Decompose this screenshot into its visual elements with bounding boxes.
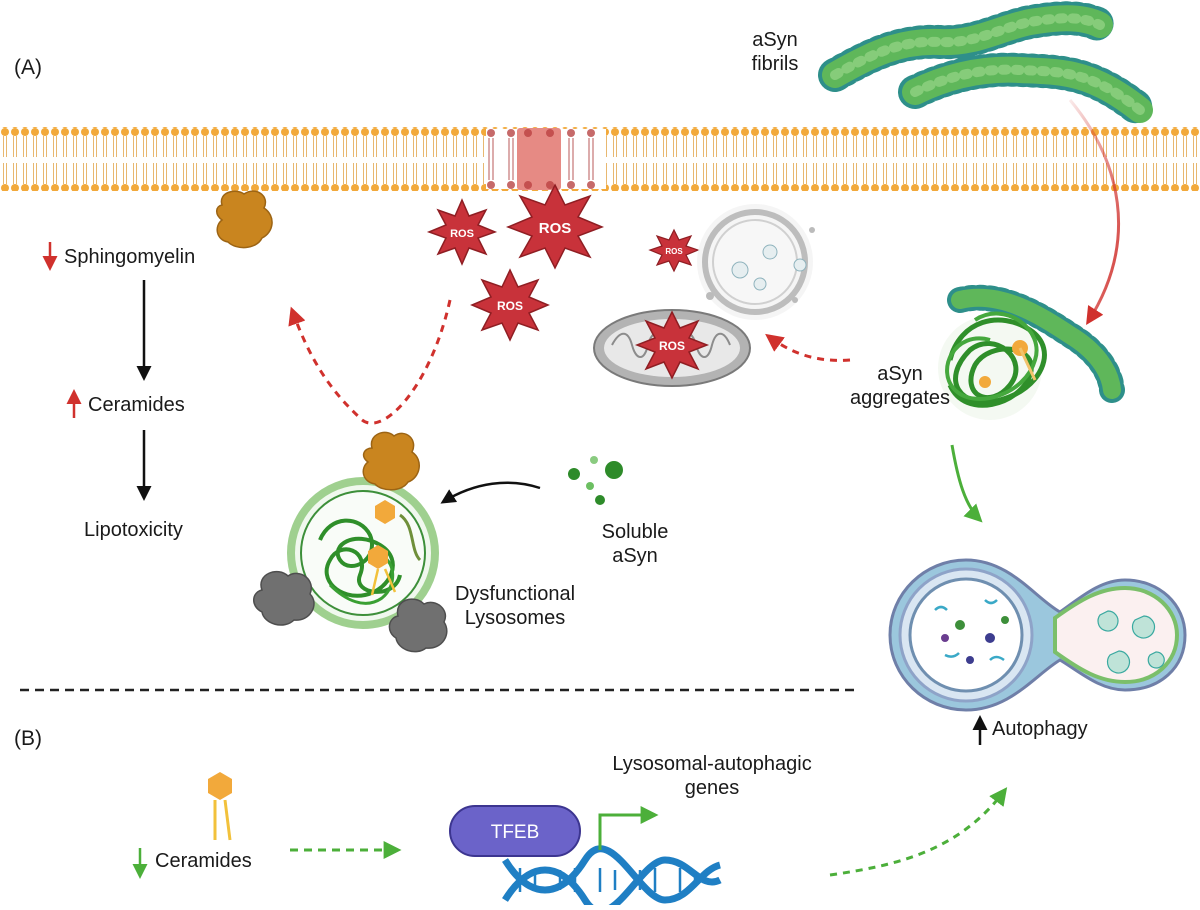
- dysfunctional-line2: Lysosomes: [464, 607, 566, 629]
- panel-a-label: (A): [14, 56, 42, 79]
- soluble-to-lysosome-arrow: [440, 481, 541, 504]
- autophagy-label: Autophagy: [992, 718, 1088, 740]
- asyn-fibrils-line1: aSyn: [752, 29, 798, 51]
- aggregates-to-mito-arrow: [765, 333, 851, 362]
- ros-label: ROS: [659, 339, 685, 353]
- transcription-arrow: [598, 806, 659, 850]
- ros-burst: ROS: [648, 228, 700, 273]
- ceramides-down-label: Ceramides: [155, 850, 252, 872]
- soluble-line1: Soluble: [601, 521, 669, 543]
- damaged-lysosome: [697, 204, 815, 320]
- ros-burst: ROS: [634, 310, 710, 380]
- lys-genes-line2: genes: [684, 777, 740, 799]
- ros-label: ROS: [539, 220, 572, 237]
- ros-label: ROS: [450, 228, 474, 240]
- lipotoxicity-label: Lipotoxicity: [84, 519, 183, 541]
- dysfunctional-lysosome: [287, 477, 439, 629]
- ros-burst: ROS: [470, 268, 550, 342]
- dysfunctional-lysosomes-label: Dysfunctional Lysosomes: [440, 582, 590, 630]
- asyn-fibrils: [818, 1, 1157, 127]
- ros-burst: ROS: [426, 198, 498, 266]
- aggregates-to-autophagy-arrow: [950, 444, 983, 523]
- ros-label: ROS: [497, 299, 523, 313]
- ros-to-lipotoxicity-arrow: [288, 299, 452, 425]
- panel-b-label: (B): [14, 727, 42, 750]
- soluble-asyn-label: Soluble aSyn: [590, 520, 680, 568]
- debris-blob: [388, 598, 448, 653]
- tfeb-protein: TFEB: [449, 805, 581, 857]
- ros-label: ROS: [665, 247, 683, 256]
- asyn-aggregates-label: aSyn aggregates: [845, 362, 955, 410]
- fibril-to-aggregate-arrow: [1068, 99, 1121, 326]
- asyn-fibrils-line2: fibrils: [751, 53, 799, 75]
- asyn-aggregates-line2: aggregates: [849, 387, 951, 409]
- genes-to-autophagy-arrow: [829, 787, 1008, 877]
- dysfunctional-line1: Dysfunctional: [454, 583, 576, 605]
- autophagosome-fusion: [888, 558, 1187, 712]
- ceramide-molecule: [208, 772, 232, 841]
- asyn-aggregate: [938, 284, 1125, 420]
- soluble-line2: aSyn: [612, 545, 658, 567]
- lys-genes-line1: Lysosomal-autophagic: [612, 753, 812, 775]
- dna-helix: [502, 845, 722, 910]
- asyn-fibrils-label: aSyn fibrils: [735, 28, 815, 76]
- cell-membrane: [0, 127, 1200, 191]
- asyn-aggregates-line1: aSyn: [877, 363, 923, 385]
- lysosomal-genes-label: Lysosomal-autophagic genes: [592, 752, 832, 800]
- tfeb-label: TFEB: [491, 822, 540, 843]
- debris-blob: [253, 570, 315, 626]
- enzyme-blob-lysosome: [362, 431, 420, 491]
- ceramides-up-label: Ceramides: [88, 394, 185, 416]
- sphingomyelin-label: Sphingomyelin: [64, 246, 196, 268]
- soluble-asyn: [568, 456, 623, 505]
- ros-burst: ROS: [505, 183, 605, 270]
- enzyme-blob-top: [216, 190, 273, 249]
- membrane-pore: [486, 128, 606, 190]
